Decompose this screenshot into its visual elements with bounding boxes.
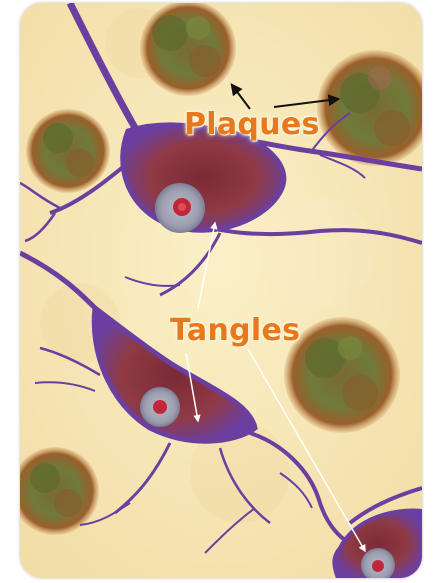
illustration-frame: Plaques Tangles <box>20 3 422 578</box>
neuron-illustration <box>20 3 422 578</box>
tangles-label: Tangles <box>170 313 300 348</box>
plaques-label: Plaques <box>184 107 320 142</box>
plaque-top <box>140 3 236 96</box>
plaque-mid-right <box>284 317 400 433</box>
plaque-left <box>26 109 110 193</box>
